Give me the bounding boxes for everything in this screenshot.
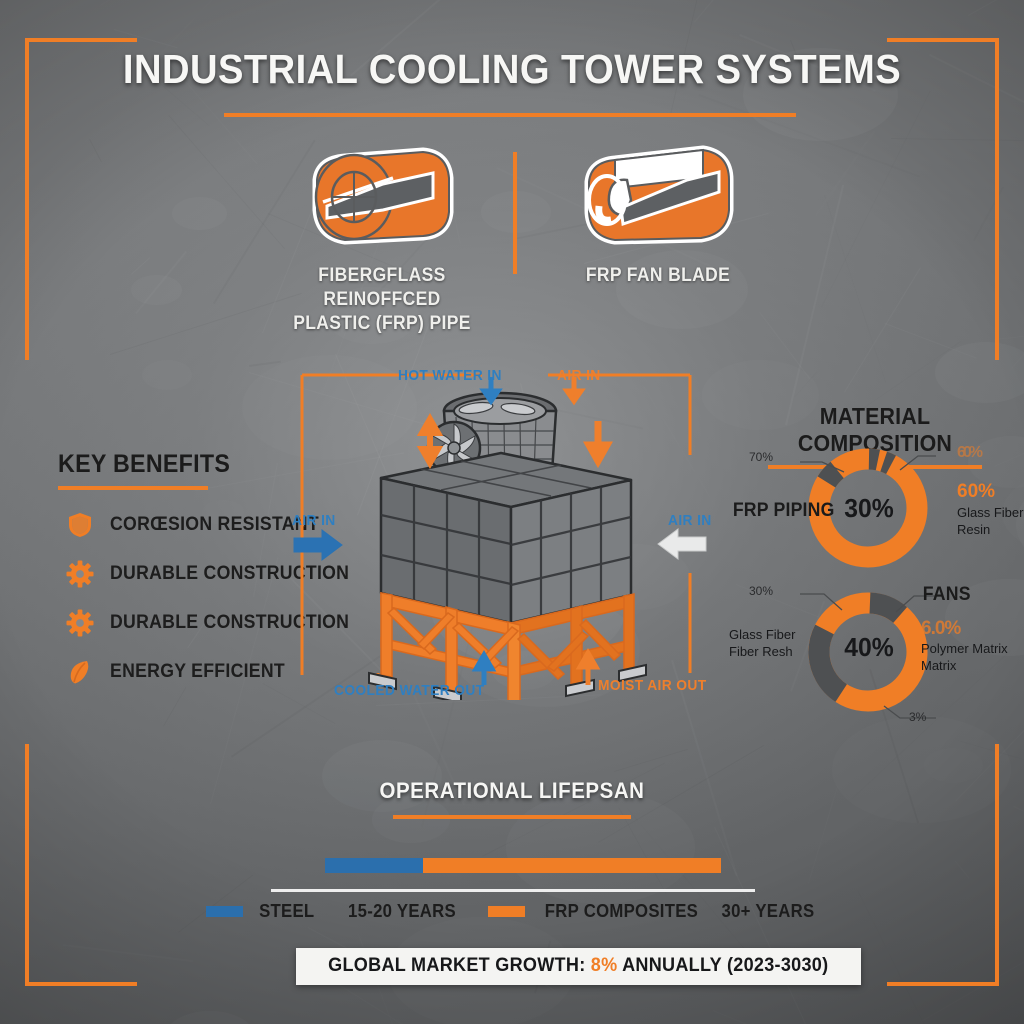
component-frp-pipe-caption: FIBERGFLASS REINOFFCED PLASTIC (FRP) PIP…: [293, 265, 471, 334]
component-divider: [513, 152, 517, 274]
component-frp-pipe: FIBERGFLASS REINOFFCED PLASTIC (FRP) PIP…: [252, 140, 512, 336]
gear-icon: [66, 609, 94, 637]
donut-fans-title: FANS: [922, 584, 971, 605]
frame-top-left-vertical: [25, 38, 29, 360]
market-growth-text: GLOBAL MARKET GROWTH: 8% ANNUALLY (2023-…: [328, 955, 828, 977]
lifespan-heading: OPERATIONAL LIFEPSAN: [379, 778, 645, 803]
frame-bottom-left-vertical: [25, 744, 29, 986]
donut-frp-piping-lead-label: 70%: [749, 450, 774, 464]
lifespan-legend: STEEL 15-20 YEARS FRP COMPOSITES 30+ YEA…: [205, 901, 814, 922]
donut-fans-lead-label-bottom: 3%: [909, 710, 927, 724]
lifespan-bar-frp-segment: [423, 858, 721, 873]
benefit-label: ENERGY EFFICIENT: [110, 661, 285, 682]
banner-highlight: 8%: [590, 955, 618, 976]
donut-chart-fans: 40% FANS 30% 3% Glass Fiber Fiber Resh 6…: [729, 570, 1024, 725]
donut-frp-piping-title: FRP PIPING: [732, 500, 835, 521]
flow-label-air-in-top: AIR IN: [557, 367, 601, 384]
frame-top-right-vertical: [995, 38, 999, 360]
donut-frp-piping-side-pct: 60%: [957, 481, 996, 502]
flow-label-air-in-right: AIR IN: [668, 512, 712, 529]
donut-fans-svg: [800, 592, 936, 719]
leaf-icon: [70, 661, 89, 684]
donut-fans-left-text: Glass Fiber Fiber Resh: [729, 627, 796, 659]
key-benefits-heading: KEY BENEFITS: [58, 450, 231, 478]
benefit-item-durable-construction-1: DURABLE CONSTRUCTION: [58, 560, 349, 588]
lifespan-underline: [393, 815, 631, 819]
component-frp-fan-blade: FRP FAN BLADE: [528, 140, 788, 288]
frp-fan-blade-icon: [584, 145, 733, 245]
benefit-item-energy-efficient: ENERGY EFFICIENT: [58, 658, 328, 686]
banner-prefix: GLOBAL MARKET GROWTH:: [328, 955, 591, 976]
benefit-item-durable-construction-2: DURABLE CONSTRUCTION: [58, 609, 349, 637]
donut-frp-piping-side-text: Glass Fiber Resin: [957, 505, 1024, 537]
donut-fans-side-text: Polymer Matrix Matrix: [921, 641, 1008, 673]
market-growth-banner: GLOBAL MARKET GROWTH: 8% ANNUALLY (2023-…: [296, 948, 861, 985]
frame-bottom-right-horizontal: [887, 982, 999, 986]
frame-bottom-right-vertical: [995, 744, 999, 986]
flow-label-moist-air-out: MOIST AIR OUT: [598, 677, 707, 694]
cooling-tower-diagram: HOT WATER IN AIR IN AIR IN AIR IN COOLED…: [286, 355, 716, 720]
title-underline: [224, 113, 796, 117]
donut-fans-side-pct: 6.0%: [921, 618, 961, 639]
page-title: INDUSTRIAL COOLING TOWER SYSTEMS: [122, 46, 902, 92]
donut-fans-lead-label: 30%: [749, 584, 774, 598]
lifespan-divider: [271, 889, 755, 892]
flow-label-air-in-left: AIR IN: [292, 512, 336, 529]
legend-label-steel: STEEL: [258, 901, 315, 921]
frame-bottom-left-horizontal: [25, 982, 137, 986]
banner-suffix: ANNUALLY (2023-3030): [617, 955, 829, 976]
cooling-tower-illustration: [293, 373, 707, 720]
flow-label-hot-water-in: HOT WATER IN: [398, 367, 502, 384]
flow-label-cooled-water-out: COOLED WATER OUT: [334, 682, 485, 699]
donut-frp-piping-svg: [800, 448, 936, 568]
frp-pipe-icon: [312, 147, 454, 245]
legend-value-steel: 15-20 YEARS: [348, 901, 457, 921]
key-benefits-panel: KEY BENEFITS CORŒSION RESISTANT: [58, 450, 349, 686]
benefit-label: DURABLE CONSTRUCTION: [110, 612, 350, 633]
benefit-label: CORŒSION RESISTANT: [110, 514, 319, 535]
benefit-label: DURABLE CONSTRUCTION: [110, 563, 350, 584]
donut-fans-center: 40%: [844, 632, 894, 662]
component-frp-fan-blade-caption: FRP FAN BLADE: [585, 265, 731, 286]
shield-icon: [69, 513, 91, 537]
donut-chart-frp-piping: 30% FRP PIPING 70% 60% 60% Glass Fiber R…: [732, 438, 1024, 578]
benefit-item-corrosion-resistant: CORŒSION RESISTANT: [58, 511, 328, 539]
donut-frp-piping-center: 30%: [844, 493, 894, 523]
operational-lifespan-panel: OPERATIONAL LIFEPSAN: [0, 778, 1024, 819]
legend-swatch-frp: [488, 906, 526, 917]
gear-icon: [66, 560, 94, 588]
donut-frp-piping-ghost-label: 60%: [957, 444, 983, 461]
legend-value-frp: 30+ YEARS: [721, 901, 815, 921]
frame-top-left-horizontal: [25, 38, 137, 42]
legend-swatch-steel: [205, 906, 243, 917]
lifespan-bar: [325, 858, 721, 873]
key-benefits-underline: [58, 486, 208, 490]
lifespan-bar-steel-segment: [325, 858, 423, 873]
frame-top-right-horizontal: [887, 38, 999, 42]
legend-label-frp: FRP COMPOSITES: [545, 901, 699, 921]
